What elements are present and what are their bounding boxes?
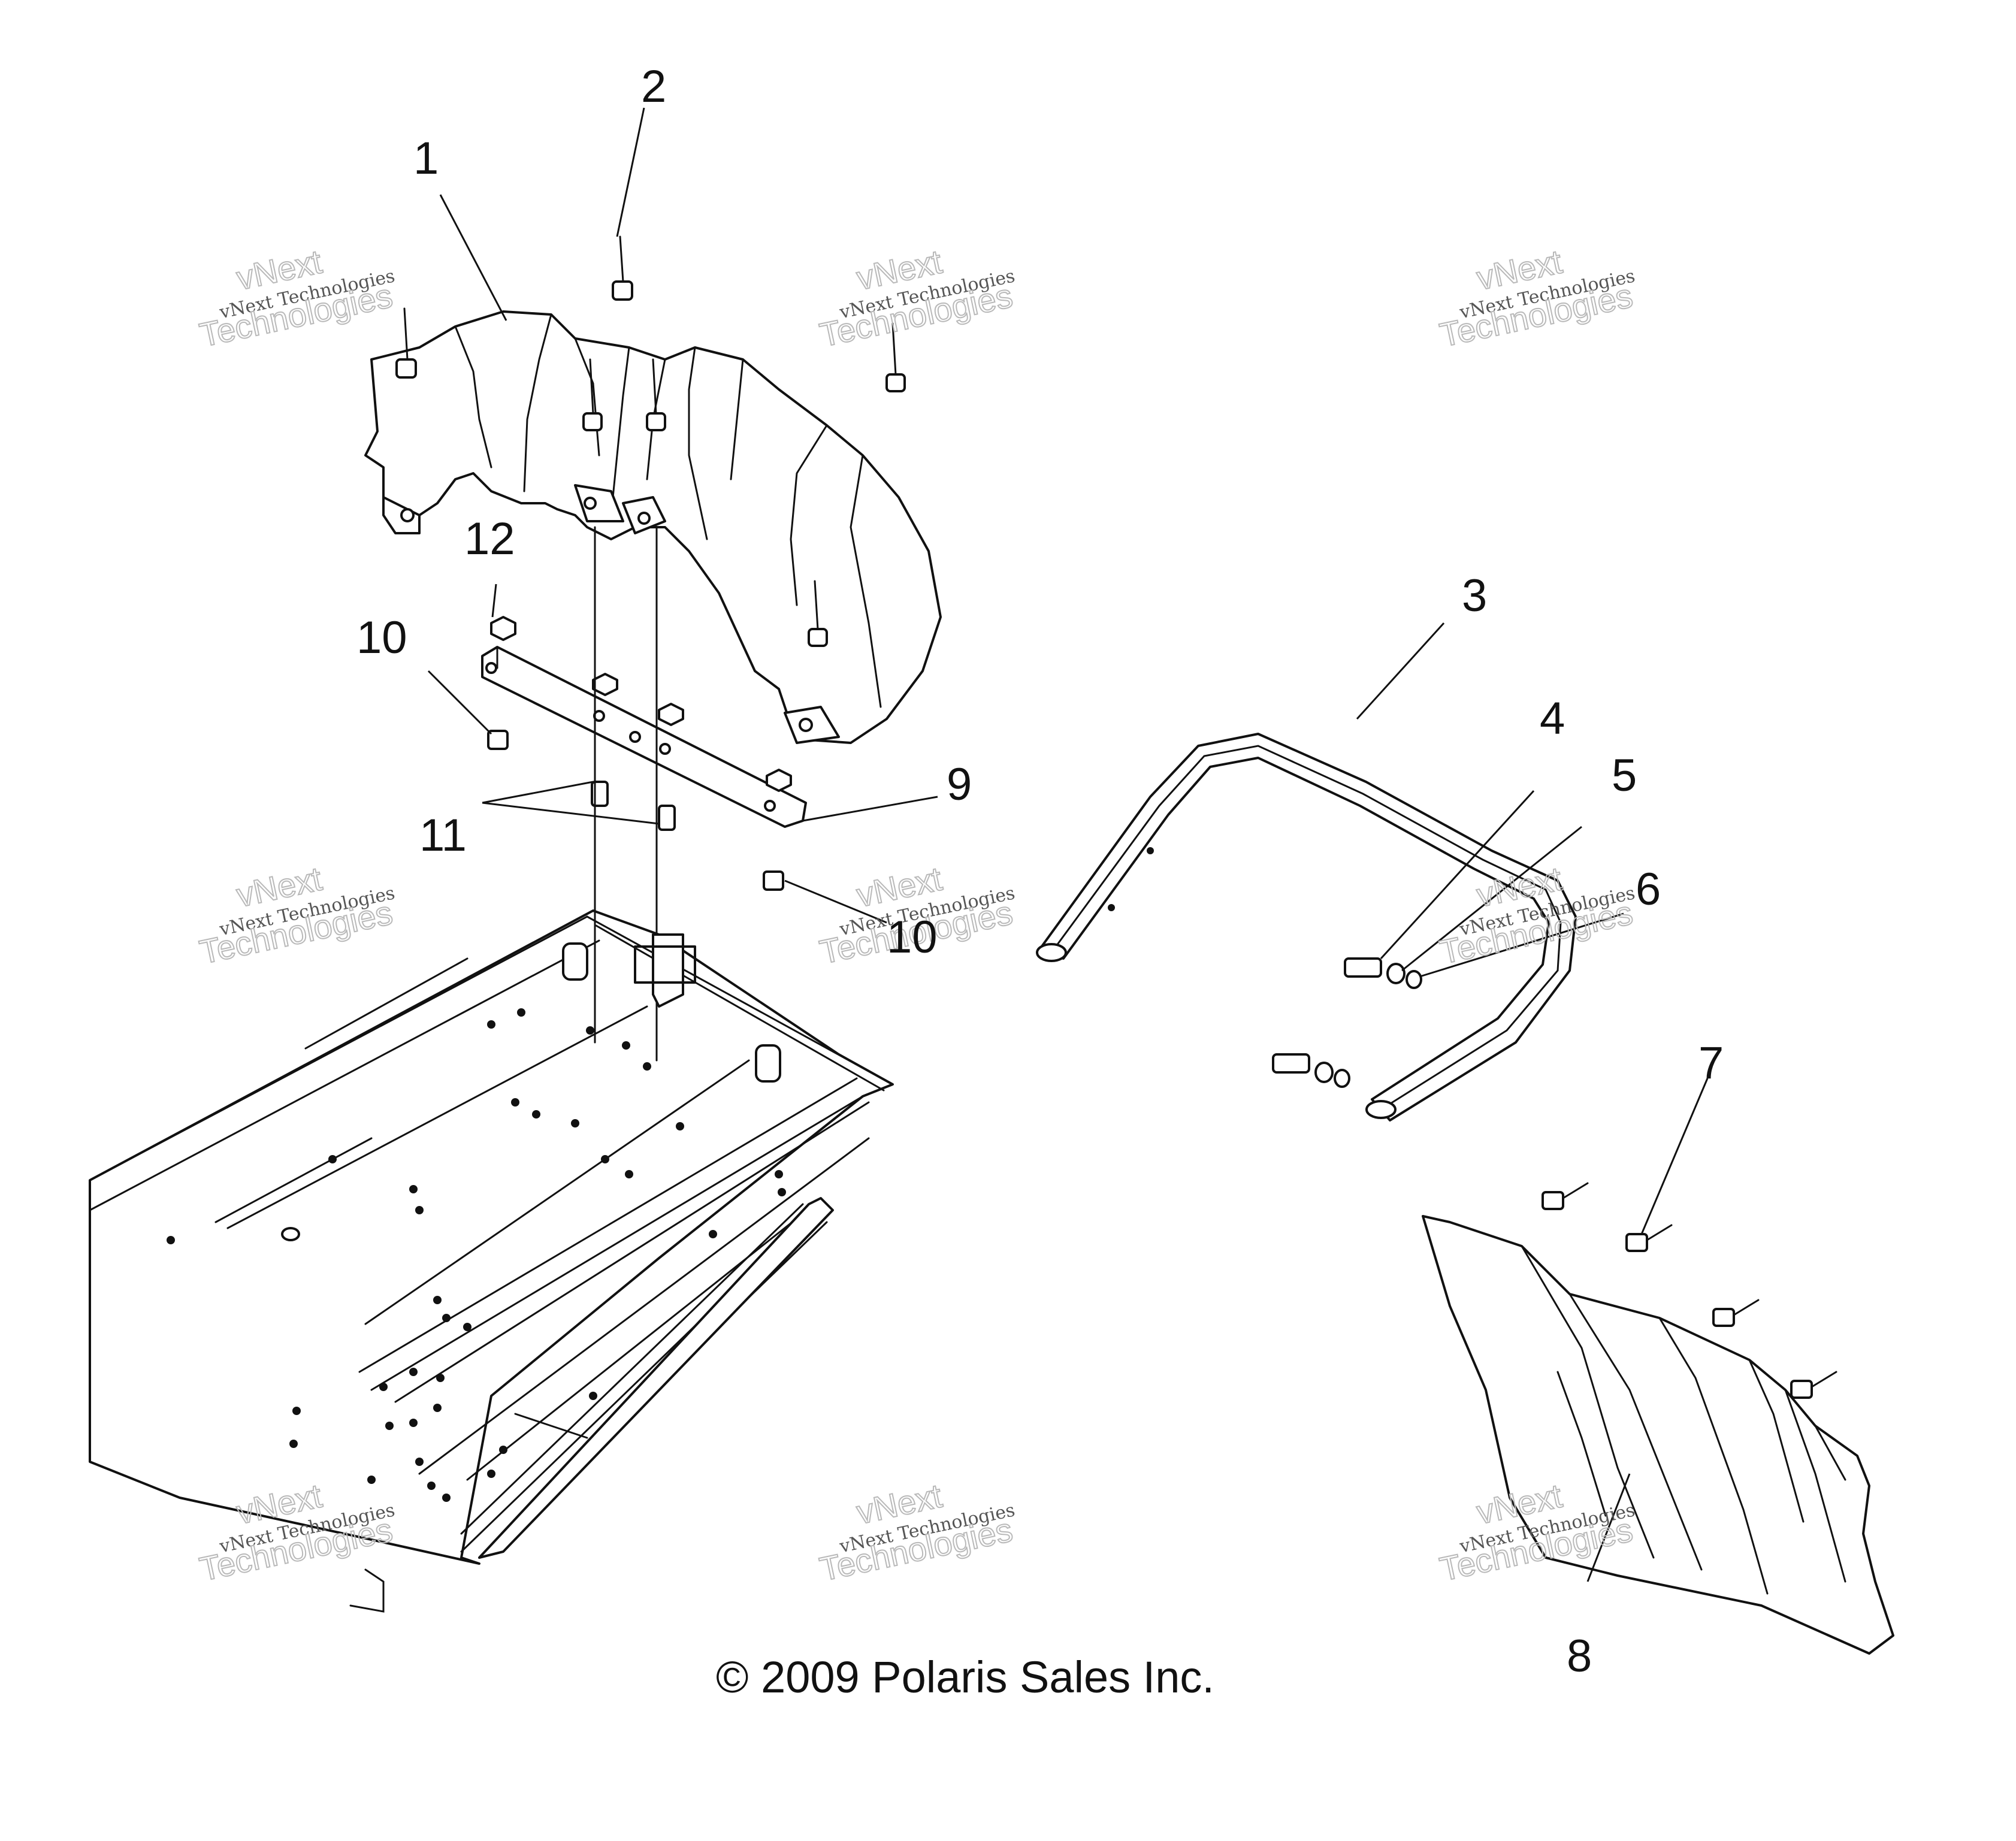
- watermark-8: vNext vNext Technologies Technologies: [816, 1476, 1017, 1589]
- callout-11: 11: [419, 810, 467, 861]
- callout-4: 4: [1540, 693, 1565, 744]
- copyright-text: © 2009 Polaris Sales Inc.: [716, 1652, 1214, 1702]
- callout-3: 3: [1462, 570, 1487, 621]
- leader-lines: [427, 107, 1709, 1582]
- callout-6: 6: [1636, 864, 1661, 915]
- watermark-4: vNext vNext Technologies Technologies: [196, 859, 397, 972]
- handle-hardware: [1272, 957, 1422, 1088]
- watermark-6: vNext vNext Technologies Technologies: [1436, 859, 1637, 972]
- watermark-2: vNext vNext Technologies Technologies: [816, 242, 1017, 355]
- grab-handle-part: [1036, 733, 1577, 1121]
- callout-9: 9: [947, 759, 972, 810]
- callout-8: 8: [1567, 1631, 1592, 1682]
- rivet-set-flap: [1542, 1182, 1837, 1399]
- callout-2: 2: [641, 61, 666, 112]
- callout-5: 5: [1612, 750, 1637, 801]
- callout-12: 12: [464, 513, 515, 564]
- callout-1: 1: [413, 133, 439, 184]
- callout-10-left: 10: [356, 612, 407, 663]
- watermark-1: vNext vNext Technologies Technologies: [196, 242, 397, 355]
- watermark-3: vNext vNext Technologies Technologies: [1436, 242, 1637, 355]
- rivet-set-top: [395, 235, 906, 647]
- snowflap-part: [1422, 1215, 1894, 1655]
- rear-cover-part: [364, 310, 942, 744]
- callout-10-right: 10: [887, 912, 938, 963]
- tunnel-chassis-part: [89, 909, 894, 1613]
- callout-7: 7: [1698, 1038, 1724, 1089]
